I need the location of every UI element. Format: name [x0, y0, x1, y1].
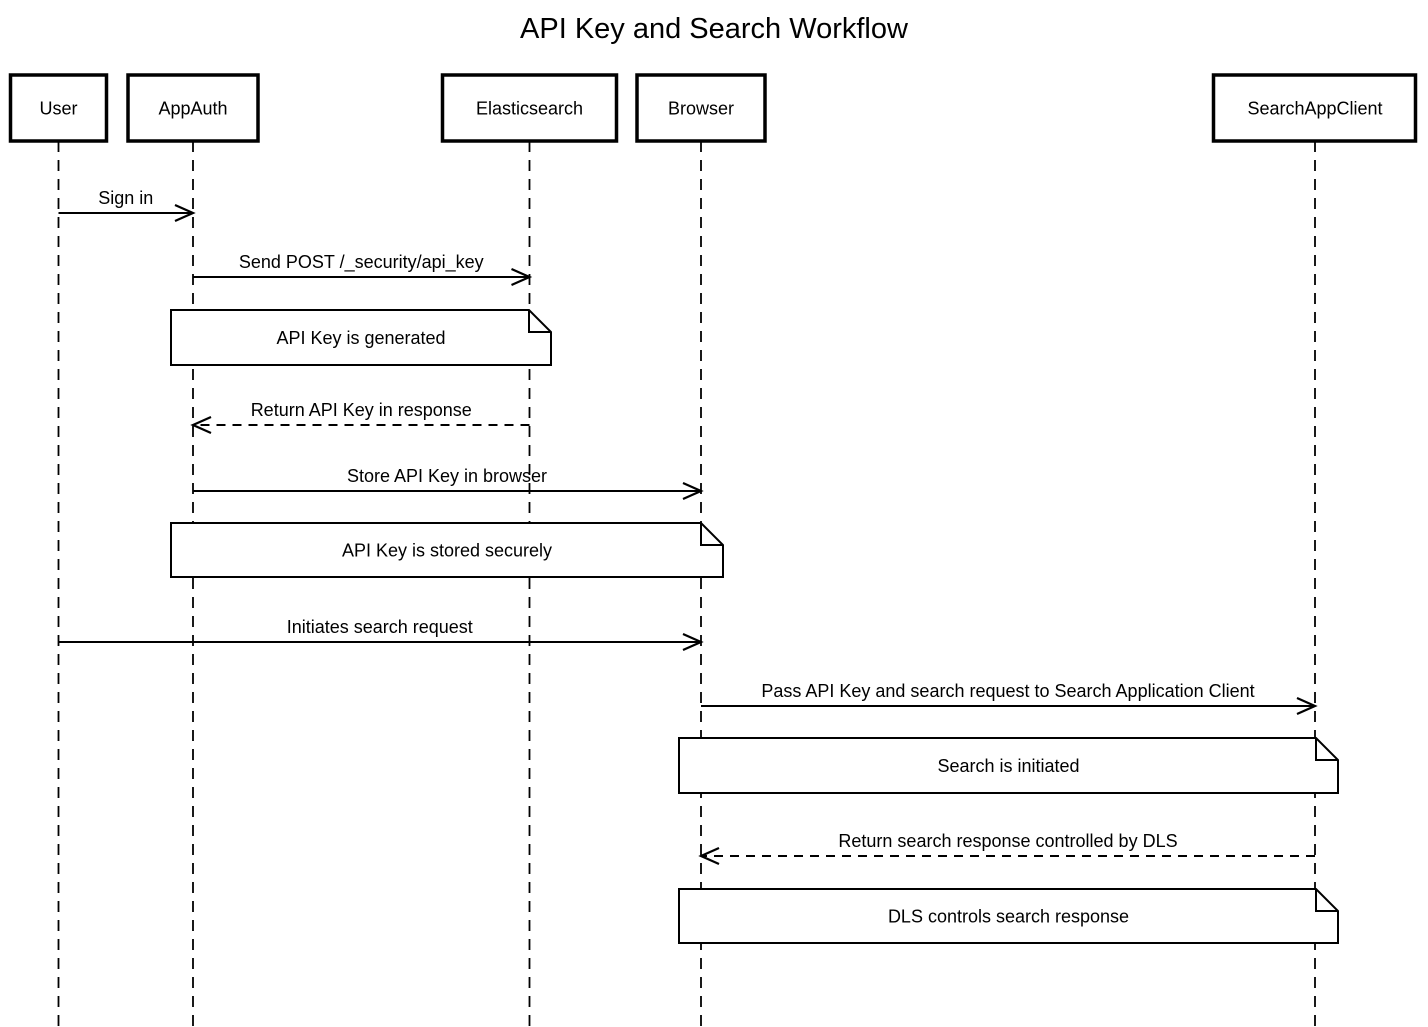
note-fold-corner-icon: [700, 523, 723, 546]
note-label: Search is initiated: [937, 756, 1079, 776]
participant-label-elasticsearch: Elasticsearch: [476, 99, 583, 119]
message-label: Initiates search request: [287, 617, 473, 637]
participant-box-user: [8, 73, 109, 143]
arrowhead-icon: [190, 415, 212, 435]
arrowhead-icon: [174, 203, 196, 223]
message-label: Store API Key in browser: [347, 466, 547, 486]
arrowhead-icon: [511, 267, 533, 287]
note: [170, 522, 724, 578]
participant-box-appauth: [126, 73, 260, 143]
message-label: Return API Key in response: [251, 400, 472, 420]
arrowhead-icon: [1296, 696, 1318, 716]
participant-label-browser: Browser: [668, 99, 734, 119]
participant-box-browser: [635, 73, 767, 143]
note-fold-corner-icon: [1315, 889, 1338, 912]
message-label: Send POST /_security/api_key: [239, 252, 484, 273]
note-label: API Key is stored securely: [342, 541, 552, 561]
note: [678, 888, 1339, 944]
participant-label-user: User: [39, 99, 77, 119]
arrowhead-icon: [698, 846, 720, 866]
lifelines-layer: [57, 141, 1316, 1027]
note-label: API Key is generated: [276, 328, 445, 348]
participant-box-searchappclient: [1211, 73, 1418, 143]
messages-layer: Sign in Send POST /_security/api_keyRetur…: [58, 188, 1318, 866]
participants-layer: User AppAuth Elasticsearch Browser SearchApp…: [8, 73, 1418, 143]
note-fold-corner-icon: [528, 310, 551, 333]
note: [170, 309, 552, 366]
diagram-title: API Key and Search Workflow: [520, 13, 909, 45]
arrowhead-icon: [682, 481, 704, 501]
message-label: Sign in: [98, 188, 153, 208]
participant-label-appauth: AppAuth: [158, 99, 227, 119]
participant-label-searchappclient: SearchAppClient: [1247, 99, 1382, 119]
note-fold-corner-icon: [1315, 738, 1338, 761]
message-label: Return search response controlled by DLS: [838, 831, 1177, 851]
note: [678, 737, 1339, 794]
note-label: DLS controls search response: [888, 907, 1129, 927]
participant-box-elasticsearch: [440, 73, 619, 143]
message-label: Pass API Key and search request to Searc…: [761, 681, 1254, 701]
arrowhead-icon: [682, 632, 704, 652]
